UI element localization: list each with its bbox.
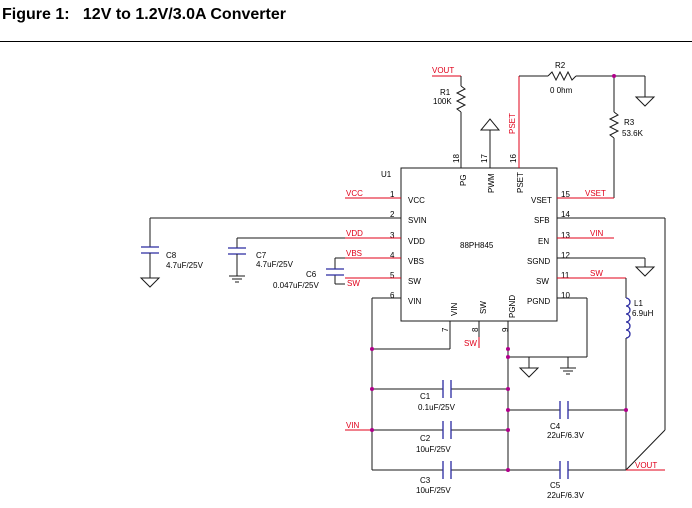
c1-value: 0.1uF/25V xyxy=(418,403,456,412)
r2-value: 0 0hm xyxy=(550,86,573,95)
l1-value: 6.9uH xyxy=(632,309,654,318)
net-vdd: VDD xyxy=(346,229,363,238)
r1-value: 100K xyxy=(433,97,452,106)
net-vout-bottom: VOUT xyxy=(635,461,657,470)
pin-18-name: PG xyxy=(459,174,468,186)
pin-5-name: SW xyxy=(408,277,421,286)
pin-11-name: SW xyxy=(536,277,549,286)
net-vset: VSET xyxy=(585,189,606,198)
pin-18-num: 18 xyxy=(452,154,461,163)
junction-dots xyxy=(370,74,628,472)
pin-17-name: PWM xyxy=(487,173,496,193)
component-labels: R1 100K R2 0 0hm R3 53.6K C8 4.7uF/25V C… xyxy=(166,61,654,500)
c1-symbol xyxy=(442,380,452,398)
net-sw-left: SW xyxy=(347,279,360,288)
pin-16-num: 16 xyxy=(509,154,518,163)
c4-ref: C4 xyxy=(550,422,561,431)
pin-1-name: VCC xyxy=(408,196,425,205)
pin-7-num: 7 xyxy=(441,327,450,332)
net-vbs: VBS xyxy=(346,249,362,258)
pin-14-name: SFB xyxy=(534,216,550,225)
ic-bottom-pins: 7 VIN 8 SW 9 PGND xyxy=(441,295,517,332)
pin-13-num: 13 xyxy=(561,231,570,240)
pin-2-name: SVIN xyxy=(408,216,427,225)
net-vout-top: VOUT xyxy=(432,66,454,75)
pin-13-name: EN xyxy=(538,237,549,246)
pin-17-num: 17 xyxy=(480,154,489,163)
pin-12-num: 12 xyxy=(561,251,570,260)
c5-value: 22uF/6.3V xyxy=(547,491,585,500)
net-vcc: VCC xyxy=(346,189,363,198)
pin-11-num: 11 xyxy=(561,271,570,280)
c6-ref: C6 xyxy=(306,270,317,279)
pin-7-name: VIN xyxy=(450,302,459,316)
c4-value: 22uF/6.3V xyxy=(547,431,585,440)
net-sw-right: SW xyxy=(590,269,603,278)
c5-ref: C5 xyxy=(550,481,561,490)
c7-symbol xyxy=(228,247,246,283)
c2-ref: C2 xyxy=(420,434,431,443)
pin-10-name: PGND xyxy=(527,297,550,306)
c8-value: 4.7uF/25V xyxy=(166,261,204,270)
net-vin-left: VIN xyxy=(346,421,360,430)
c8-symbol xyxy=(139,246,161,288)
pin-6-num: 6 xyxy=(390,291,395,300)
pin-1-num: 1 xyxy=(390,190,395,199)
c5-symbol xyxy=(559,461,569,479)
pin-10-num: 10 xyxy=(561,291,570,300)
title-rule xyxy=(0,41,692,42)
c6-symbol xyxy=(326,268,344,276)
pin-9-name: PGND xyxy=(508,295,517,318)
pin-12-name: SGND xyxy=(527,257,550,266)
pin-3-name: VDD xyxy=(408,237,425,246)
c2-symbol xyxy=(442,421,452,439)
wires-right xyxy=(557,197,666,471)
c7-value: 4.7uF/25V xyxy=(256,260,294,269)
net-labels: VOUT PSET VCC VDD VBS SW SW VSET VIN SW … xyxy=(346,66,657,470)
ic-top-pins: 18 PG 17 PWM 16 PSET xyxy=(452,154,525,193)
ic-part: 88PH845 xyxy=(460,241,494,250)
r2-ref: R2 xyxy=(555,61,566,70)
pin-6-name: VIN xyxy=(408,297,422,306)
pin-8-num: 8 xyxy=(471,327,480,332)
c4-symbol xyxy=(559,401,569,419)
c8-ref: C8 xyxy=(166,251,177,260)
ic-right-pins: 15 VSET 14 SFB 13 EN 12 SGND 11 SW 10 PG… xyxy=(527,190,570,306)
pin-4-num: 4 xyxy=(390,251,395,260)
pin-3-num: 3 xyxy=(390,231,395,240)
c6-value: 0.047uF/25V xyxy=(273,281,319,290)
r1-ref: R1 xyxy=(440,88,451,97)
pin-4-name: VBS xyxy=(408,257,424,266)
r3-value: 53.6K xyxy=(622,129,644,138)
c1-ref: C1 xyxy=(420,392,431,401)
pin-16-name: PSET xyxy=(516,172,525,193)
c7-ref: C7 xyxy=(256,251,267,260)
pin-15-num: 15 xyxy=(561,190,570,199)
net-pset: PSET xyxy=(508,113,517,134)
figure-title: Figure 1: 12V to 1.2V/3.0A Converter xyxy=(2,6,286,23)
net-sw-bottom: SW xyxy=(464,339,477,348)
c3-symbol xyxy=(442,461,452,479)
c2-value: 10uF/25V xyxy=(416,445,451,454)
l1-ref: L1 xyxy=(634,299,643,308)
wires-bottom xyxy=(345,321,665,471)
pin-5-num: 5 xyxy=(390,271,395,280)
pin-9-num: 9 xyxy=(501,327,510,332)
c3-value: 10uF/25V xyxy=(416,486,451,495)
pin-2-num: 2 xyxy=(390,210,395,219)
pin-14-num: 14 xyxy=(561,210,570,219)
ic-ref: U1 xyxy=(381,170,392,179)
wires-top xyxy=(432,70,656,198)
r3-ref: R3 xyxy=(624,118,635,127)
c3-ref: C3 xyxy=(420,476,431,485)
ic-left-pins: 1 VCC 2 SVIN 3 VDD 4 VBS 5 SW 6 VIN xyxy=(390,190,427,306)
pin-8-name: SW xyxy=(479,301,488,314)
net-vin-right: VIN xyxy=(590,229,604,238)
wires-left xyxy=(149,197,401,470)
pin-15-name: VSET xyxy=(531,196,552,205)
